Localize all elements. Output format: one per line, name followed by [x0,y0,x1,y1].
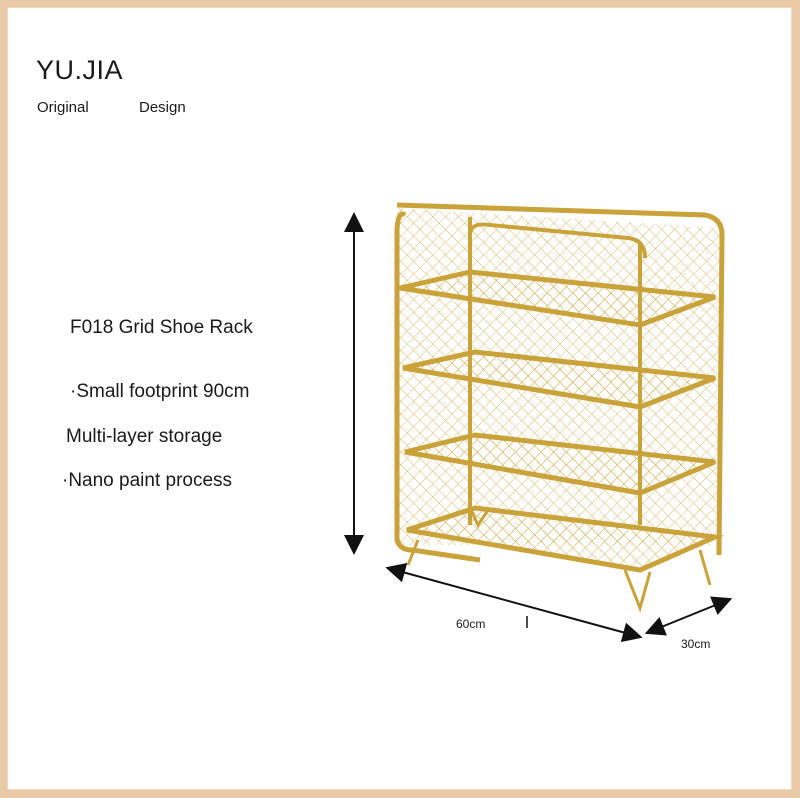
brand-logo: YU.JIA Original Design [30,45,220,125]
brand-tagline-left: Original [37,99,89,116]
brand-tagline-right: Design [139,99,186,116]
rack-shelves [399,269,725,573]
feature-footprint: ·Small footprint 90cm [70,381,250,402]
depth-label: 30cm [681,637,711,651]
product-title: F018 Grid Shoe Rack [70,317,253,338]
width-dimension-arrow [385,562,643,643]
depth-dimension-arrow [644,596,733,636]
width-label: 60cm [456,617,486,631]
rack-left-frame [394,211,481,563]
brand-name: YU.JIA [36,55,124,85]
feature-paint: ·Nano paint process [62,470,233,491]
rack-inner-arch [468,222,647,259]
rack-top-frame [396,202,725,556]
feature-storage: Multi-layer storage [66,426,223,447]
